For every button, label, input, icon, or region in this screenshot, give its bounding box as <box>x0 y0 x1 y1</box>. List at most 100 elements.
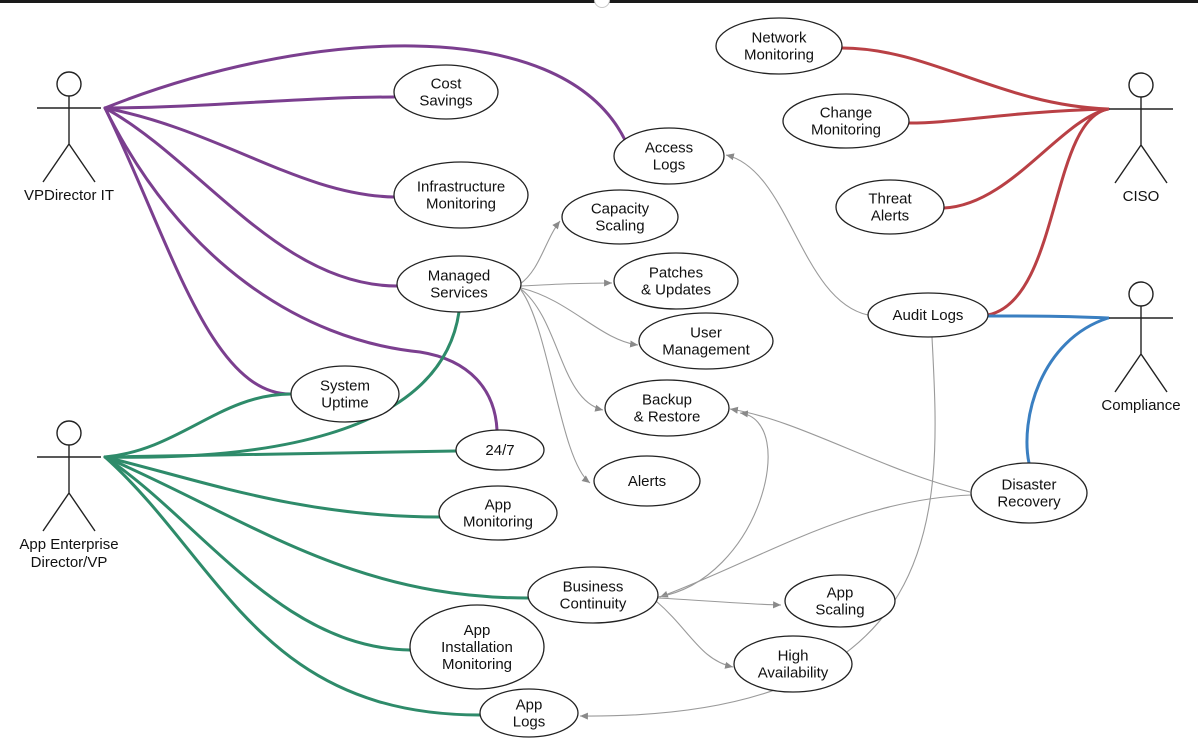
use-case-label: Disaster <box>1001 477 1056 494</box>
use-case-24-7[interactable]: 24/7 <box>455 429 545 471</box>
association-app-enterprise-app-monitoring <box>103 455 441 519</box>
use-case-label: Managed <box>428 268 491 285</box>
use-case-label: Alerts <box>871 208 909 225</box>
actor-vp-it: VPDirector IT <box>24 71 114 204</box>
stick-figure-icon <box>37 96 101 183</box>
dependency-business-continuity-high-availability <box>655 600 734 669</box>
association-ciso-change-monitoring <box>907 107 1110 125</box>
actor-label: Compliance <box>1101 397 1180 414</box>
association-compliance-audit-logs <box>986 314 1110 320</box>
use-case-ellipse <box>784 574 896 628</box>
use-case-ellipse <box>867 292 989 338</box>
actor-head-icon <box>56 71 82 97</box>
actor-label: CISO <box>1123 188 1160 205</box>
use-case-label: User <box>690 325 722 342</box>
use-case-label: Monitoring <box>463 514 533 531</box>
association-ciso-threat-alerts <box>942 107 1110 210</box>
use-case-label: Availability <box>758 665 829 682</box>
use-case-label: Savings <box>419 93 472 110</box>
use-case-ellipse <box>290 365 400 423</box>
use-case-label: Patches <box>649 265 703 282</box>
use-case-label: Backup <box>642 392 692 409</box>
dependency-managed-services-patches-updates <box>520 279 613 287</box>
association-app-enterprise-app-installation-monitoring <box>103 455 412 652</box>
actor-compliance: Compliance <box>1101 281 1181 414</box>
use-case-ellipse <box>393 64 499 120</box>
association-compliance-disaster-recovery <box>1025 316 1110 465</box>
use-case-ellipse <box>613 252 739 310</box>
dependency-business-continuity-backup-restore <box>657 410 769 598</box>
use-case-label: Continuity <box>560 596 627 613</box>
use-case-label: Logs <box>653 157 686 174</box>
association-lines <box>103 44 1110 717</box>
use-case-label: App <box>464 622 491 639</box>
dependency-managed-services-capacity-scaling <box>519 220 561 285</box>
use-case-ellipse <box>561 189 679 245</box>
association-vp-it-access-logs <box>103 44 627 142</box>
use-case-label: Capacity <box>591 201 650 218</box>
use-case-ellipse <box>593 455 701 507</box>
dependency-arrows <box>519 153 972 720</box>
actor-head-icon <box>1128 72 1154 98</box>
use-case-ellipse <box>409 604 545 690</box>
use-cases: CostSavingsAccessLogsInfrastructureMonit… <box>290 17 1088 738</box>
use-case-label: High <box>778 648 809 665</box>
use-case-label: & Restore <box>634 409 701 426</box>
actor-label: Director/VP <box>31 554 108 571</box>
use-case-label: App <box>485 497 512 514</box>
use-case-label: Business <box>563 579 624 596</box>
actor-label: App Enterprise <box>19 536 118 553</box>
use-case-ellipse <box>733 635 853 693</box>
use-case-ellipse <box>604 379 730 437</box>
use-case-ellipse <box>455 429 545 471</box>
use-case-label: Management <box>662 342 750 359</box>
use-case-ellipse <box>970 462 1088 524</box>
association-app-enterprise-managed-services <box>103 310 461 459</box>
actor-head-icon <box>1128 281 1154 307</box>
use-case-patches-updates[interactable]: Patches& Updates <box>613 252 739 310</box>
use-case-label: Network <box>751 30 807 47</box>
use-case-ellipse <box>393 161 529 229</box>
use-case-label: Logs <box>513 714 546 731</box>
use-case-alerts[interactable]: Alerts <box>593 455 701 507</box>
use-case-label: Access <box>645 140 693 157</box>
use-case-ellipse <box>715 17 843 75</box>
dependency-managed-services-alerts <box>520 289 591 484</box>
use-case-ellipse <box>835 179 945 235</box>
use-case-ellipse <box>782 93 910 149</box>
use-case-ellipse <box>479 688 579 738</box>
dependency-managed-services-backup-restore <box>520 288 604 412</box>
association-ciso-network-monitoring <box>840 46 1110 111</box>
actor-label: VPDirector IT <box>24 187 114 204</box>
use-case-label: App <box>516 697 543 714</box>
association-app-enterprise-24-7 <box>103 449 458 459</box>
association-vp-it-managed-services <box>103 106 399 288</box>
use-case-label: Monitoring <box>744 47 814 64</box>
use-case-backup-restore[interactable]: Backup& Restore <box>604 379 730 437</box>
use-case-label: Monitoring <box>442 656 512 673</box>
association-app-enterprise-system-uptime <box>103 392 293 459</box>
use-case-audit-logs[interactable]: Audit Logs <box>867 292 989 338</box>
association-vp-it-24-7 <box>103 106 499 432</box>
use-case-label: System <box>320 378 370 395</box>
use-case-label: Monitoring <box>811 122 881 139</box>
